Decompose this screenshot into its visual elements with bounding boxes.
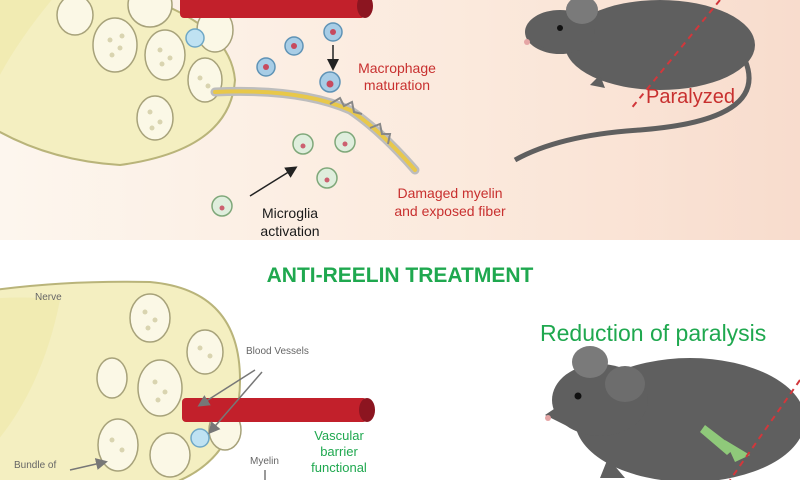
- fascicle-dots-top: [107, 33, 211, 131]
- bundle-arrow: [69, 458, 108, 471]
- paralyzed-label: Paralyzed: [646, 86, 735, 108]
- bundle-label: Bundle of: [14, 460, 57, 471]
- mouse-paralyzed: [513, 0, 755, 163]
- treatment-title: ANTI-REELIN TREATMENT: [266, 264, 534, 287]
- nerve-label: Nerve: [35, 292, 62, 303]
- damaged-myelin-label: Damaged myelin and exposed fiber: [394, 185, 506, 219]
- myelin-label: Myelin: [250, 456, 279, 467]
- damaged-axon: [210, 86, 420, 175]
- vascular-barrier-label: Vascular barrier functional: [311, 428, 367, 475]
- blood-vessels-label: Blood Vessels: [246, 346, 309, 357]
- macrophage-label: Macrophage maturation: [358, 60, 436, 93]
- blood-vessel-top: [180, 0, 373, 48]
- mouse-recovering: [545, 346, 800, 480]
- blood-vessel-bottom: [182, 398, 375, 448]
- vessel-arrow-2: [208, 371, 263, 435]
- reduction-label: Reduction of paralysis: [540, 320, 767, 346]
- microglia-label: Microglia activation: [260, 205, 320, 239]
- microglia-arrow: [249, 166, 298, 197]
- vessel-arrow-1: [197, 369, 256, 407]
